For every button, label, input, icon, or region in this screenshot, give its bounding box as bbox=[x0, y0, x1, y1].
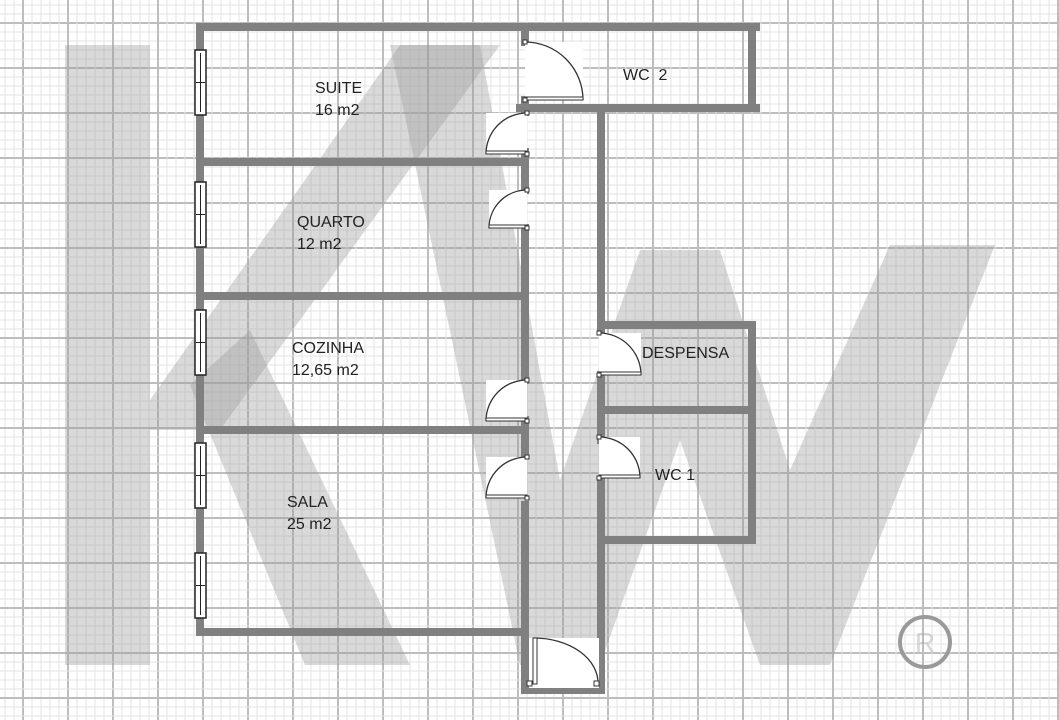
door-jamb bbox=[526, 680, 533, 687]
room-quarto: QUARTO 12 m2 bbox=[297, 212, 365, 256]
door-jamb bbox=[524, 454, 530, 460]
door-swing[interactable] bbox=[485, 379, 528, 422]
door-leaf[interactable] bbox=[524, 96, 584, 101]
registered-mark bbox=[898, 615, 952, 669]
watermark-k-stem bbox=[65, 45, 150, 665]
room-area: 25 m2 bbox=[287, 516, 332, 533]
room-name: COZINHA bbox=[292, 340, 364, 357]
door-jamb bbox=[596, 434, 602, 440]
door-jamb bbox=[522, 97, 528, 103]
entrance-clearance bbox=[529, 638, 599, 688]
room-name: SUITE bbox=[315, 80, 363, 97]
room-wc1: WC 1 bbox=[655, 467, 695, 484]
watermark-w bbox=[390, 45, 995, 665]
watermark-k-lower bbox=[190, 330, 410, 665]
door-leaf[interactable] bbox=[485, 150, 528, 155]
room-name: QUARTO bbox=[297, 214, 365, 231]
watermark-k-upper bbox=[150, 45, 500, 430]
door-leaf[interactable] bbox=[598, 371, 642, 376]
entrance-door-swing[interactable] bbox=[533, 637, 599, 685]
room-area: 12,65 m2 bbox=[292, 362, 359, 379]
doors bbox=[485, 39, 642, 688]
door-clearance bbox=[599, 437, 640, 478]
room-area: 12 m2 bbox=[297, 236, 342, 253]
door-clearance bbox=[525, 42, 583, 100]
door-jamb bbox=[524, 187, 530, 193]
door-clearance bbox=[599, 333, 641, 375]
door-jamb bbox=[596, 475, 602, 481]
door-jamb bbox=[524, 418, 530, 424]
door-jamb bbox=[524, 495, 530, 501]
entrance-door-leaf[interactable] bbox=[532, 637, 538, 685]
door-swing[interactable] bbox=[598, 332, 642, 376]
room-name: SALA bbox=[287, 494, 328, 511]
room-area: 16 m2 bbox=[315, 102, 360, 119]
room-suite: SUITE 16 m2 bbox=[315, 78, 362, 122]
door-jamb bbox=[596, 372, 602, 378]
door-jamb bbox=[524, 110, 530, 116]
room-wc2: WC 2 bbox=[623, 67, 668, 84]
door-leaf[interactable] bbox=[485, 417, 528, 422]
registered-letter: R bbox=[915, 627, 935, 658]
walls bbox=[196, 23, 760, 694]
door-swing[interactable] bbox=[524, 41, 584, 101]
door-clearance bbox=[486, 380, 527, 421]
kw-watermark: R bbox=[65, 45, 995, 669]
door-leaf[interactable] bbox=[485, 494, 528, 499]
room-sala: SALA 25 m2 bbox=[287, 492, 331, 536]
door-swing[interactable] bbox=[485, 112, 528, 155]
room-cozinha: COZINHA 12,65 m2 bbox=[292, 338, 364, 382]
door-jamb bbox=[524, 225, 530, 231]
door-jamb bbox=[596, 330, 602, 336]
door-clearance bbox=[486, 457, 527, 498]
door-swing[interactable] bbox=[485, 456, 528, 499]
door-jamb bbox=[524, 151, 530, 157]
door-leaf[interactable] bbox=[598, 474, 641, 479]
door-jamb bbox=[524, 377, 530, 383]
door-clearance bbox=[489, 190, 527, 228]
door-jamb bbox=[522, 39, 528, 45]
windows bbox=[194, 49, 207, 619]
room-despensa: DESPENSA bbox=[642, 345, 730, 362]
door-leaf[interactable] bbox=[488, 224, 528, 229]
door-swing[interactable] bbox=[488, 189, 528, 229]
door-clearance bbox=[486, 113, 527, 154]
door-swing[interactable] bbox=[598, 436, 641, 479]
door-jamb bbox=[593, 680, 600, 687]
